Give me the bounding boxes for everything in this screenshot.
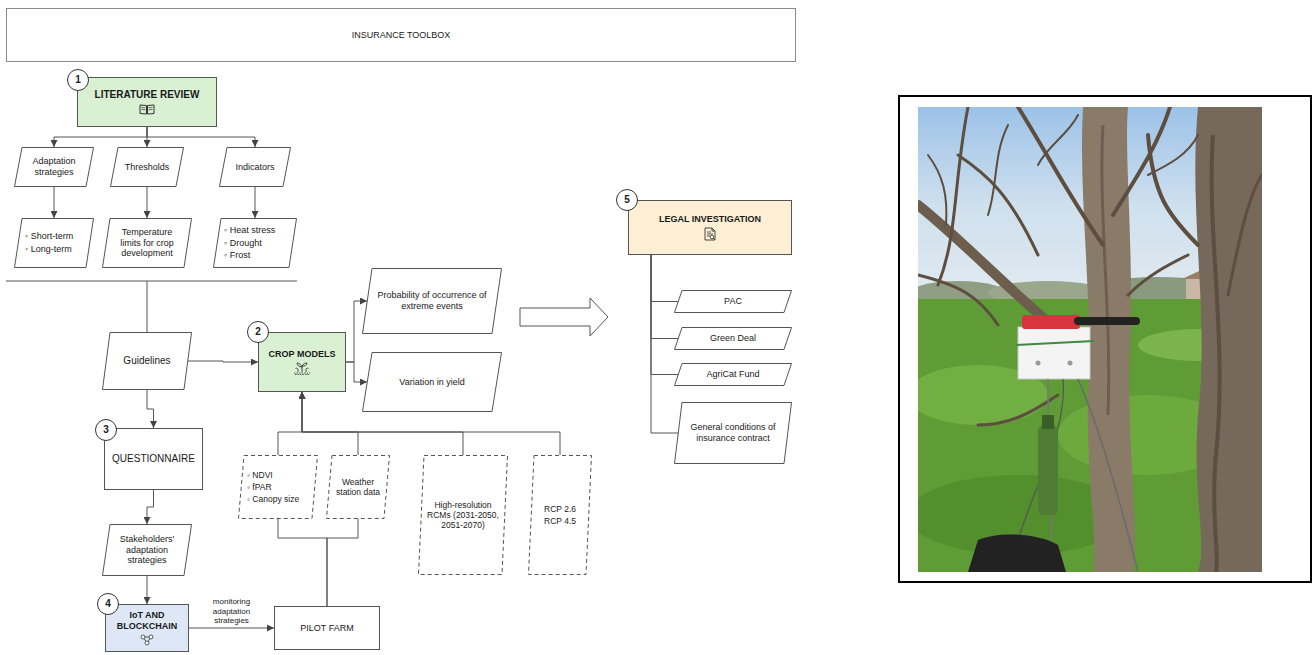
connector	[327, 519, 358, 606]
connector	[147, 187, 148, 218]
node-text: Green Deal	[710, 333, 756, 344]
node-text: Guidelines	[123, 355, 170, 367]
node-text: Variation in yield	[399, 377, 464, 388]
connector	[147, 127, 255, 147]
connector	[346, 362, 367, 382]
node-text: ◦ Heat stress	[224, 225, 275, 236]
node-text: Indicators	[235, 162, 274, 173]
node-text: Adaptation strategies	[25, 156, 83, 178]
process-box: LEGAL INVESTIGATION	[628, 200, 792, 255]
node-text: QUESTIONNAIRE	[112, 453, 195, 465]
node-text: General conditions of insurance contract	[685, 422, 781, 444]
plant-icon	[293, 361, 311, 375]
input-parallelogram: RCP 2.6RCP 4.5	[528, 455, 592, 575]
edge-label: monitoring adaptation strategies	[196, 597, 268, 625]
parallelogram-outline	[14, 218, 94, 268]
connector	[147, 490, 154, 524]
data-parallelogram: ◦ Short-term ◦ Long-term	[14, 218, 94, 268]
photo-frame	[899, 96, 1311, 582]
block-arrow	[520, 298, 608, 336]
network-icon	[139, 634, 155, 646]
connector	[147, 390, 154, 428]
data-parallelogram: PAC	[674, 290, 792, 313]
node-text: INSURANCE TOOLBOX	[352, 30, 451, 41]
connector	[302, 392, 358, 455]
output-parallelogram: Probability of occurrence of extreme eve…	[362, 268, 502, 334]
node-text: AgriCat Fund	[706, 369, 759, 380]
node-text: ◦ NDVI	[247, 470, 273, 480]
node-text: ◦ Frost	[224, 250, 250, 261]
callout-number: 5	[616, 189, 638, 211]
connector	[255, 187, 256, 218]
process-box: LITERATURE REVIEW	[77, 77, 217, 127]
node-text: LITERATURE REVIEW	[95, 89, 200, 101]
input-parallelogram: Weather station data	[326, 455, 390, 519]
connector	[189, 628, 274, 629]
connector	[651, 255, 678, 433]
data-parallelogram: Temperature limits for crop development	[102, 218, 192, 268]
connector	[147, 576, 148, 604]
data-parallelogram: Green Deal	[674, 327, 792, 350]
callout-number: 3	[95, 419, 117, 441]
node-text: Weather station data	[335, 477, 381, 497]
photo-illustration	[898, 95, 1312, 583]
process-box: CROP MODELS	[258, 332, 346, 392]
document-icon	[703, 227, 717, 241]
node-text: PILOT FARM	[300, 623, 353, 634]
data-parallelogram: Adaptation strategies	[14, 147, 94, 187]
callout-number: 1	[67, 69, 89, 91]
node-text: ◦ Short-term	[25, 231, 73, 242]
node-text: IoT AND BLOCKCHAIN	[112, 610, 182, 632]
callout-number: 2	[247, 321, 269, 343]
node-text: High-resolution RCMs (2031-2050, 2051-20…	[427, 500, 499, 531]
process-box: QUESTIONNAIRE	[104, 428, 203, 490]
header-box: INSURANCE TOOLBOX	[6, 8, 796, 62]
process-box: IoT AND BLOCKCHAIN	[105, 604, 189, 652]
node-text: ◦ Long-term	[25, 244, 72, 255]
node-text: RCP 2.6	[544, 504, 576, 514]
connector	[54, 187, 55, 218]
data-parallelogram: Stakeholders' adaptation strategies	[102, 524, 192, 576]
connector	[278, 519, 327, 606]
node-text: PAC	[724, 296, 742, 307]
data-parallelogram: AgriCat Fund	[674, 363, 792, 386]
parallelogram-outline	[528, 455, 592, 575]
node-text: ◦ Drought	[224, 238, 262, 249]
data-parallelogram: Indicators	[219, 147, 291, 187]
group-bracket	[6, 281, 297, 282]
connector	[651, 255, 678, 339]
node-text: ◦ Canopy size	[247, 494, 299, 504]
input-parallelogram: ◦ NDVI ◦ fPAR ◦ Canopy size	[238, 455, 318, 519]
node-text: Thresholds	[125, 162, 170, 173]
book-icon	[139, 103, 155, 115]
node-text: ◦ fPAR	[247, 482, 272, 492]
connector	[54, 127, 147, 147]
data-parallelogram: ◦ Heat stress ◦ Drought◦ Frost	[213, 218, 297, 268]
output-parallelogram: Variation in yield	[362, 352, 502, 412]
data-parallelogram: General conditions of insurance contract	[674, 402, 792, 464]
connector	[278, 392, 302, 455]
callout-number: 4	[97, 593, 119, 615]
orchard-photo	[918, 107, 1262, 572]
node-text: Temperature limits for crop development	[113, 227, 181, 259]
process-box: PILOT FARM	[274, 606, 380, 650]
bracket-stem	[147, 281, 148, 332]
data-parallelogram: Guidelines	[102, 332, 192, 390]
node-text: LEGAL INVESTIGATION	[659, 214, 761, 225]
input-parallelogram: High-resolution RCMs (2031-2050, 2051-20…	[418, 455, 508, 575]
connector	[651, 255, 678, 375]
node-text: Stakeholders' adaptation strategies	[113, 534, 181, 566]
connector	[188, 361, 258, 362]
node-text: Probability of occurrence of extreme eve…	[375, 290, 489, 312]
node-text: RCP 4.5	[544, 516, 576, 526]
data-parallelogram: Thresholds	[110, 147, 184, 187]
connector	[651, 255, 678, 302]
node-text: CROP MODELS	[269, 349, 336, 360]
